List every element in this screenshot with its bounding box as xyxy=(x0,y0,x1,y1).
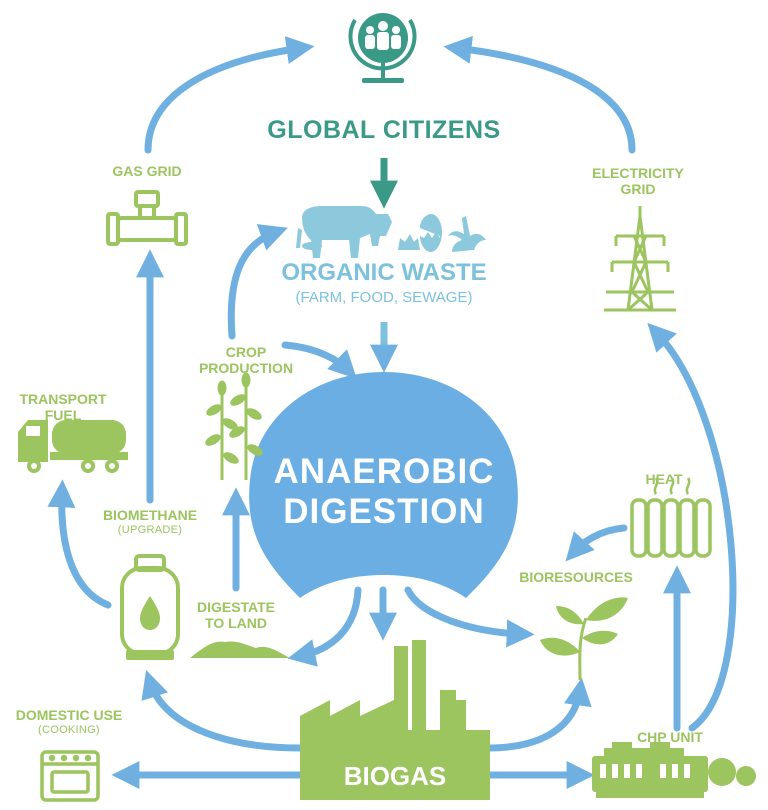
soil-mound-icon xyxy=(190,641,290,658)
heat-label: HEAT xyxy=(645,471,683,487)
digestion-blob xyxy=(249,372,518,598)
gas-grid-label: GAS GRID xyxy=(112,163,182,179)
stove-icon xyxy=(40,750,100,802)
digestate-label: DIGESTATE TO LAND xyxy=(186,599,286,631)
arrow-gasgrid-to-citizens xyxy=(144,36,315,154)
organic-waste-subtitle: (FARM, FOOD, SEWAGE) xyxy=(295,289,473,306)
biomethane-subtitle: (UPGRADE) xyxy=(117,523,183,536)
digestate-line1: DIGESTATE xyxy=(196,599,276,615)
digestion-line2: DIGESTION xyxy=(283,492,485,531)
plant-icon xyxy=(205,372,263,480)
banana-peel-icon xyxy=(448,216,486,252)
digestion-line1: ANAEROBIC xyxy=(273,452,495,491)
tanker-truck-icon xyxy=(18,420,128,473)
crop-production-line2: PRODUCTION xyxy=(198,359,294,376)
biomethane-label: BIOMETHANE (UPGRADE) xyxy=(94,507,206,536)
globe-people-icon xyxy=(348,13,417,83)
arrow-biomethane-to-transport xyxy=(47,479,112,609)
arrow-biogas-to-bioresources xyxy=(484,677,592,752)
transport-fuel-label: TRANSPORT FUEL xyxy=(10,391,116,423)
transport-fuel-line1: TRANSPORT xyxy=(19,391,107,407)
crop-production-line1: CROP xyxy=(225,344,267,360)
arrow-digestion-to-digestate xyxy=(287,586,362,667)
arrow-digestion-to-bioresources xyxy=(404,586,535,648)
bioresources-label: BIORESOURCES xyxy=(519,569,633,585)
pylon-icon xyxy=(604,206,676,312)
arrow-crop-to-waste xyxy=(227,224,288,340)
eggshell-icon xyxy=(398,214,442,252)
arrow-biogas-to-biomethane xyxy=(141,670,304,752)
arrow-heat-to-bioresources xyxy=(565,524,628,562)
arrow-crop-to-digestion xyxy=(281,341,357,379)
factory-icon xyxy=(300,640,490,800)
electricity-grid-line2: GRID xyxy=(620,180,656,197)
crop-production-label: CROP PRODUCTION xyxy=(196,344,296,376)
chp-unit-label: CHP UNIT xyxy=(637,729,703,745)
domestic-use-subtitle: (COOKING) xyxy=(38,723,100,736)
sprout-icon xyxy=(540,597,628,681)
digestate-line2: TO LAND xyxy=(205,614,267,631)
organic-waste-title: ORGANIC WASTE xyxy=(281,259,487,286)
biomethane-title: BIOMETHANE xyxy=(102,507,198,523)
page-title: GLOBAL CITIZENS xyxy=(267,116,501,144)
gas-cylinder-icon xyxy=(120,554,180,660)
transport-fuel-line2: FUEL xyxy=(44,406,82,423)
arrow-elecgrid-to-citizens xyxy=(443,35,636,154)
domestic-use-title: DOMESTIC USE xyxy=(15,707,123,723)
pipe-valve-icon xyxy=(106,190,188,246)
arrow-chp-to-elecgrid xyxy=(647,322,737,732)
cow-icon xyxy=(296,206,392,258)
generator-icon xyxy=(592,742,756,798)
electricity-grid-label: ELECTRICITY GRID xyxy=(578,165,698,197)
radiator-icon xyxy=(630,477,712,558)
biogas-label: BIOGAS xyxy=(343,761,447,791)
domestic-use-label: DOMESTIC USE (COOKING) xyxy=(4,707,134,736)
electricity-grid-line1: ELECTRICITY xyxy=(592,165,684,181)
